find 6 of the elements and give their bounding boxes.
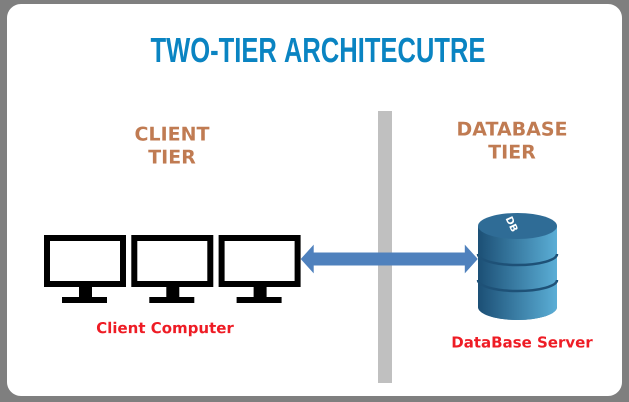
node-label: Client Computer	[96, 322, 234, 336]
tier-heading: DATABASE TIER	[458, 121, 566, 159]
tier-heading: CLIENT TIER	[135, 126, 210, 164]
computers-picture	[44, 235, 301, 303]
node-label: DataBase Server	[452, 336, 593, 348]
title: TWO-TIER ARCHITECUTRE	[150, 38, 484, 62]
